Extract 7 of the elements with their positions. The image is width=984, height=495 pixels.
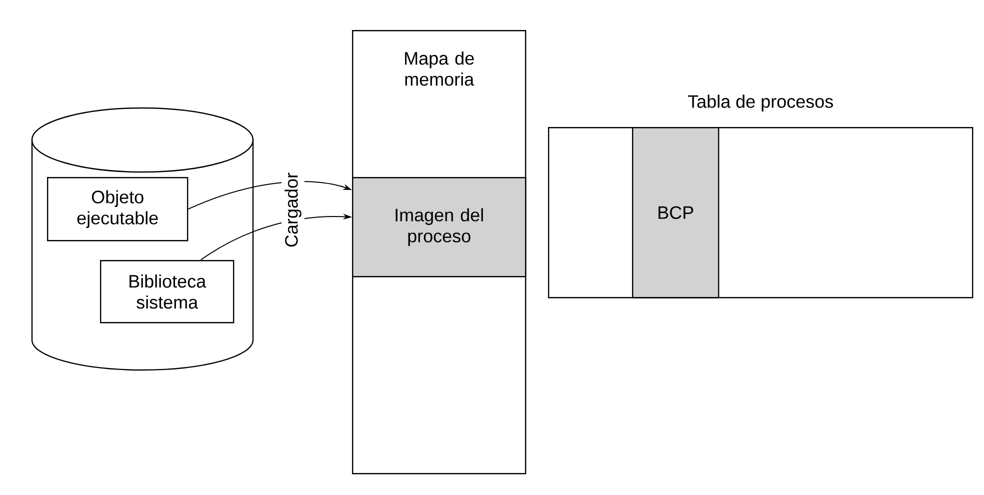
disk-cylinder [31, 107, 254, 371]
file-box: Biblioteca sistema [100, 260, 234, 324]
node-label: Tabla de procesos [688, 94, 833, 112]
loader-label: Cargador [282, 169, 304, 251]
file-box: Objeto ejecutable [47, 177, 188, 242]
memory-region: Imagen del proceso [352, 177, 526, 278]
table-column: BCP [632, 127, 720, 298]
